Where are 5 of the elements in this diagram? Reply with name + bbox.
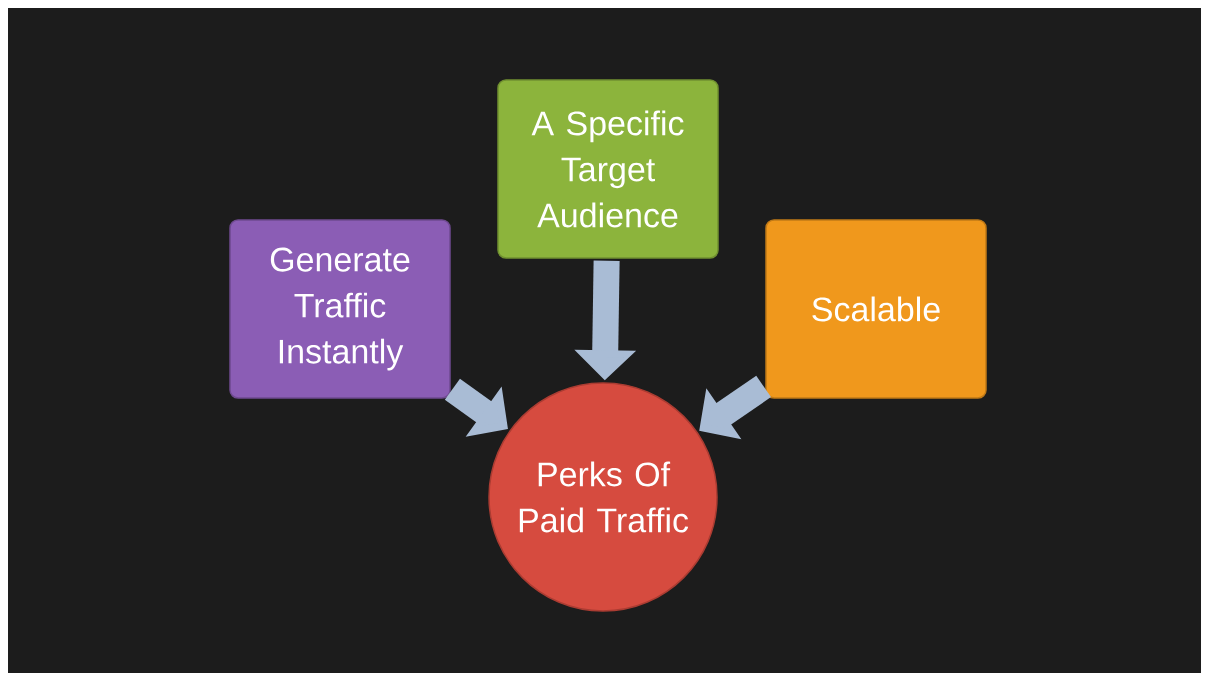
process-box: Scalable <box>765 219 987 399</box>
block-arrow <box>699 375 771 440</box>
process-box: Generate Traffic Instantly <box>229 219 451 399</box>
circle-node: Perks Of Paid Traffic <box>488 382 718 612</box>
process-box: A Specific Target Audience <box>497 79 719 259</box>
